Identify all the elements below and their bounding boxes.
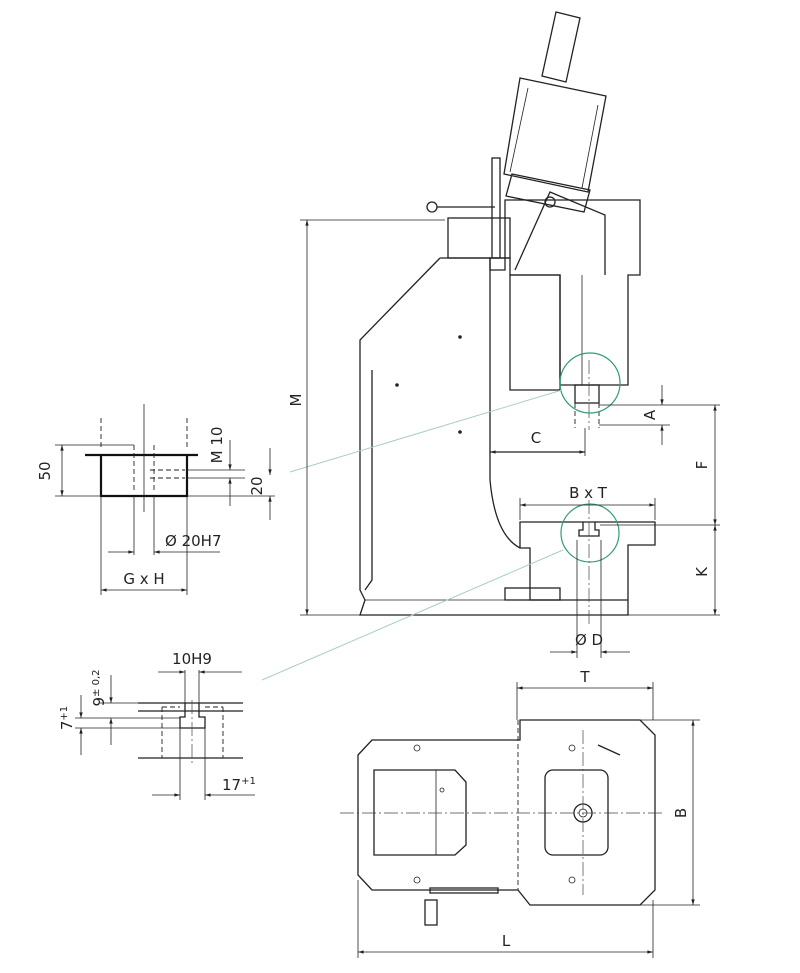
dim-50: 50 [36, 461, 54, 480]
side-view [261, 11, 656, 681]
dim-17: 17+1 [222, 776, 256, 794]
detail-ram-bore: 50 M 10 20 Ø 20H7 G x H [36, 404, 275, 595]
ram [574, 384, 600, 404]
dim-D: Ø D [575, 631, 603, 649]
valve-handle [424, 899, 438, 926]
dim-L: L [502, 932, 511, 950]
dim-GxH: G x H [123, 570, 164, 588]
dim-bore: Ø 20H7 [165, 532, 221, 550]
mounting-holes [413, 744, 576, 884]
dim-9: 9± 0,2 [90, 669, 108, 706]
dim-20: 20 [248, 476, 266, 495]
side-view-dimensions: M A C F K B x T Ø D [287, 219, 720, 658]
dim-T: T [579, 668, 590, 686]
upper-head [489, 199, 641, 386]
dim-M10: M 10 [208, 427, 226, 464]
dim-7: 7+1 [58, 706, 76, 730]
dim-K: K [693, 566, 711, 577]
detail-circle-ram [559, 352, 621, 414]
dim-M: M [287, 394, 305, 407]
dim-F: F [693, 461, 711, 470]
dim-slot: 10H9 [172, 650, 212, 668]
dim-C: C [531, 429, 541, 447]
dim-BxT: B x T [569, 484, 608, 502]
frame-body [359, 257, 656, 616]
top-view [340, 719, 665, 926]
dim-A: A [641, 409, 659, 420]
dim-B: B [672, 808, 690, 818]
detail-t-slot: 10H9 9± 0,2 7+1 17+1 [58, 650, 256, 800]
cylinder [503, 11, 607, 213]
top-view-dimensions: T B L [357, 668, 700, 958]
detail-circle-table [560, 503, 620, 563]
